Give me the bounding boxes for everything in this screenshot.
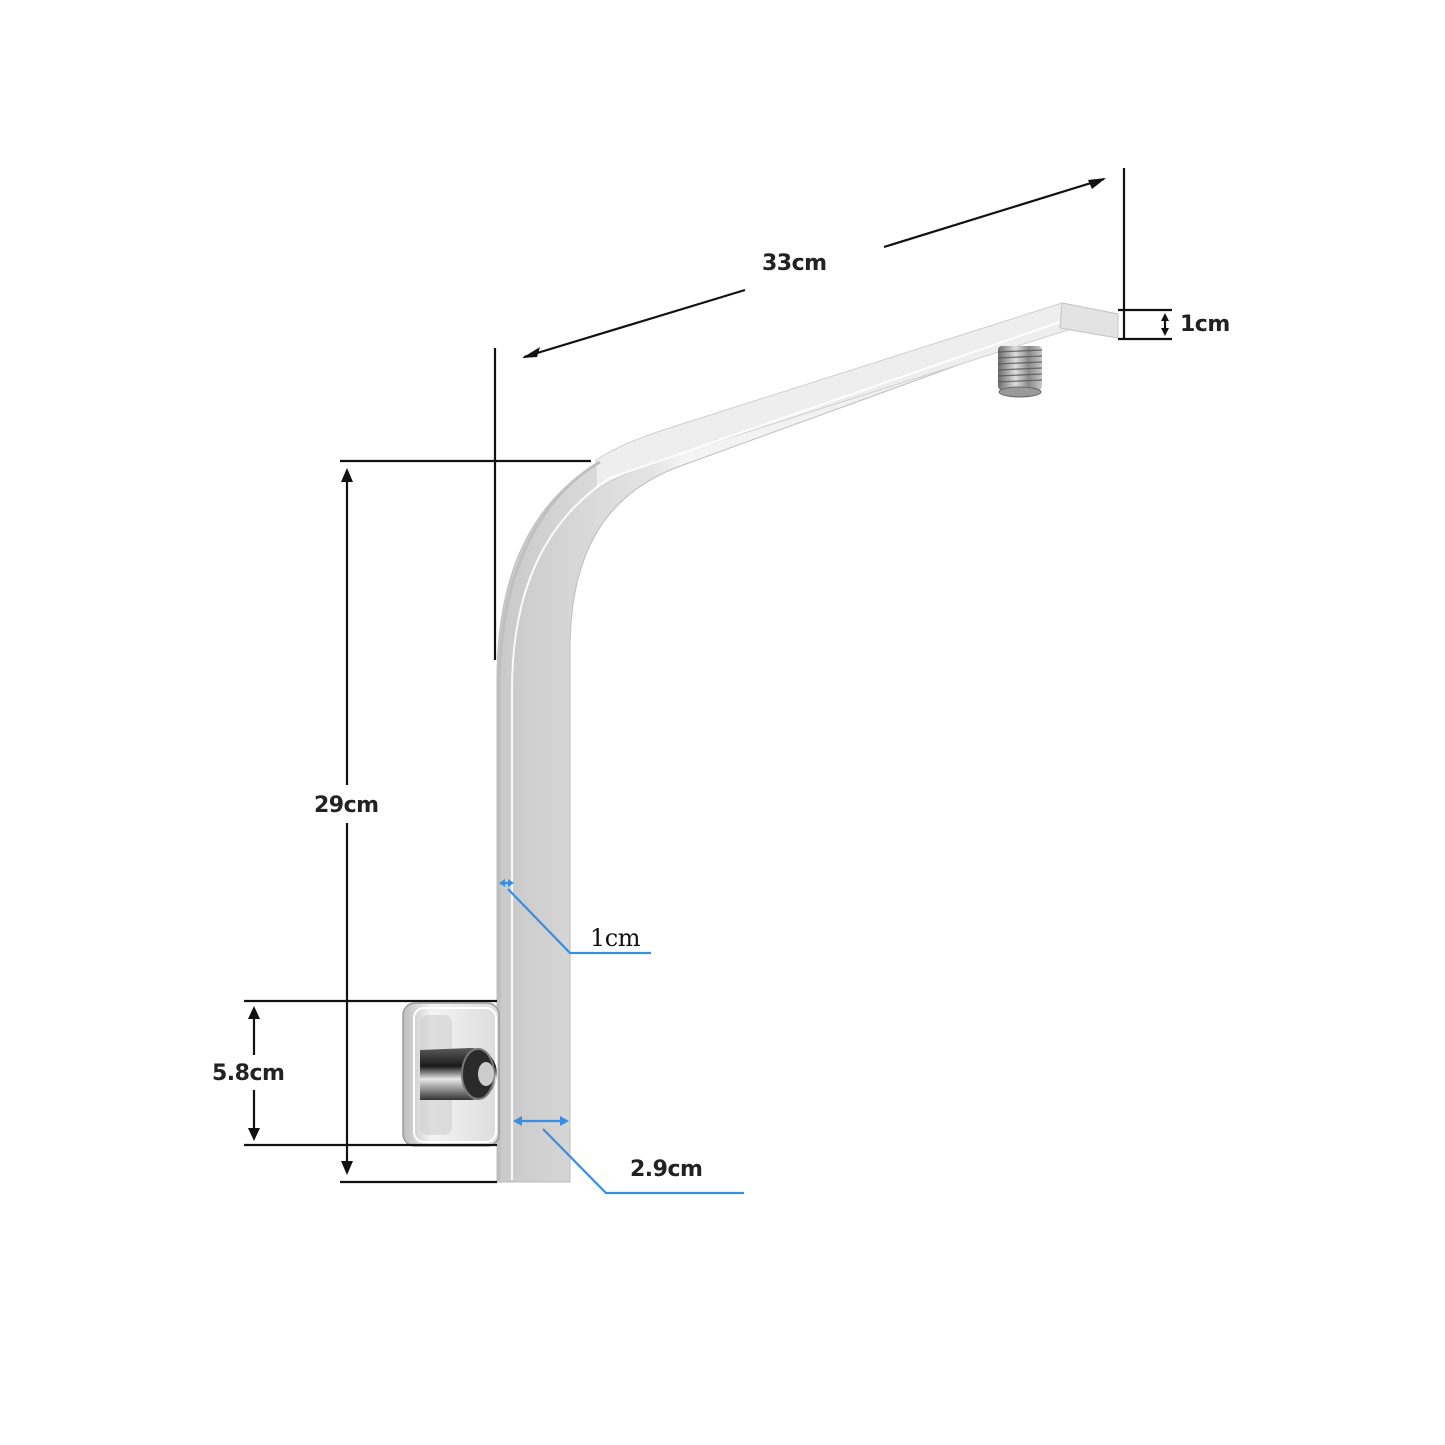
pipe-width-leader <box>542 1128 744 1195</box>
arrow-head-icon <box>341 468 353 482</box>
wall-flange <box>402 1002 500 1147</box>
wall-thickness-label: 1cm <box>590 924 640 952</box>
callout-arrow-heads <box>499 879 569 1126</box>
arrow-head-icon <box>248 1006 260 1019</box>
shower-arm <box>402 302 1119 1183</box>
arrow-heads <box>248 178 1169 1175</box>
arrow-head-icon <box>522 347 540 358</box>
threaded-outlet <box>997 346 1043 398</box>
flange-height-label: 5.8cm <box>212 1061 285 1086</box>
arrow-head-icon <box>341 1161 353 1175</box>
shower-arm-top-face <box>595 302 1119 491</box>
pipe-width-label: 2.9cm <box>630 1157 703 1182</box>
shower-arm-end-face <box>1059 302 1119 339</box>
arm-length-line-left <box>523 288 746 359</box>
arm-length-line-right <box>883 177 1105 249</box>
arm-length-label: 33cm <box>762 251 827 276</box>
arrow-head-icon <box>1161 328 1169 336</box>
vertical-height-label: 29cm <box>314 793 379 818</box>
arrow-head-icon <box>513 1116 522 1126</box>
shower-arm-body <box>496 302 1119 1183</box>
arrow-head-icon <box>1088 178 1106 189</box>
arrow-head-icon <box>508 879 514 887</box>
dimension-lines <box>244 168 1172 1184</box>
arm-thickness-label: 1cm <box>1180 312 1230 337</box>
arrow-head-icon <box>499 879 505 887</box>
arrow-head-icon <box>248 1128 260 1141</box>
shower-arm-edge-highlight <box>511 321 1061 1180</box>
wall-thickness-leader <box>507 888 651 955</box>
arrow-head-icon <box>1161 313 1169 321</box>
shower-arm-left-shadow <box>497 460 601 1180</box>
callout-lines <box>501 881 744 1195</box>
arrow-head-icon <box>560 1116 569 1126</box>
